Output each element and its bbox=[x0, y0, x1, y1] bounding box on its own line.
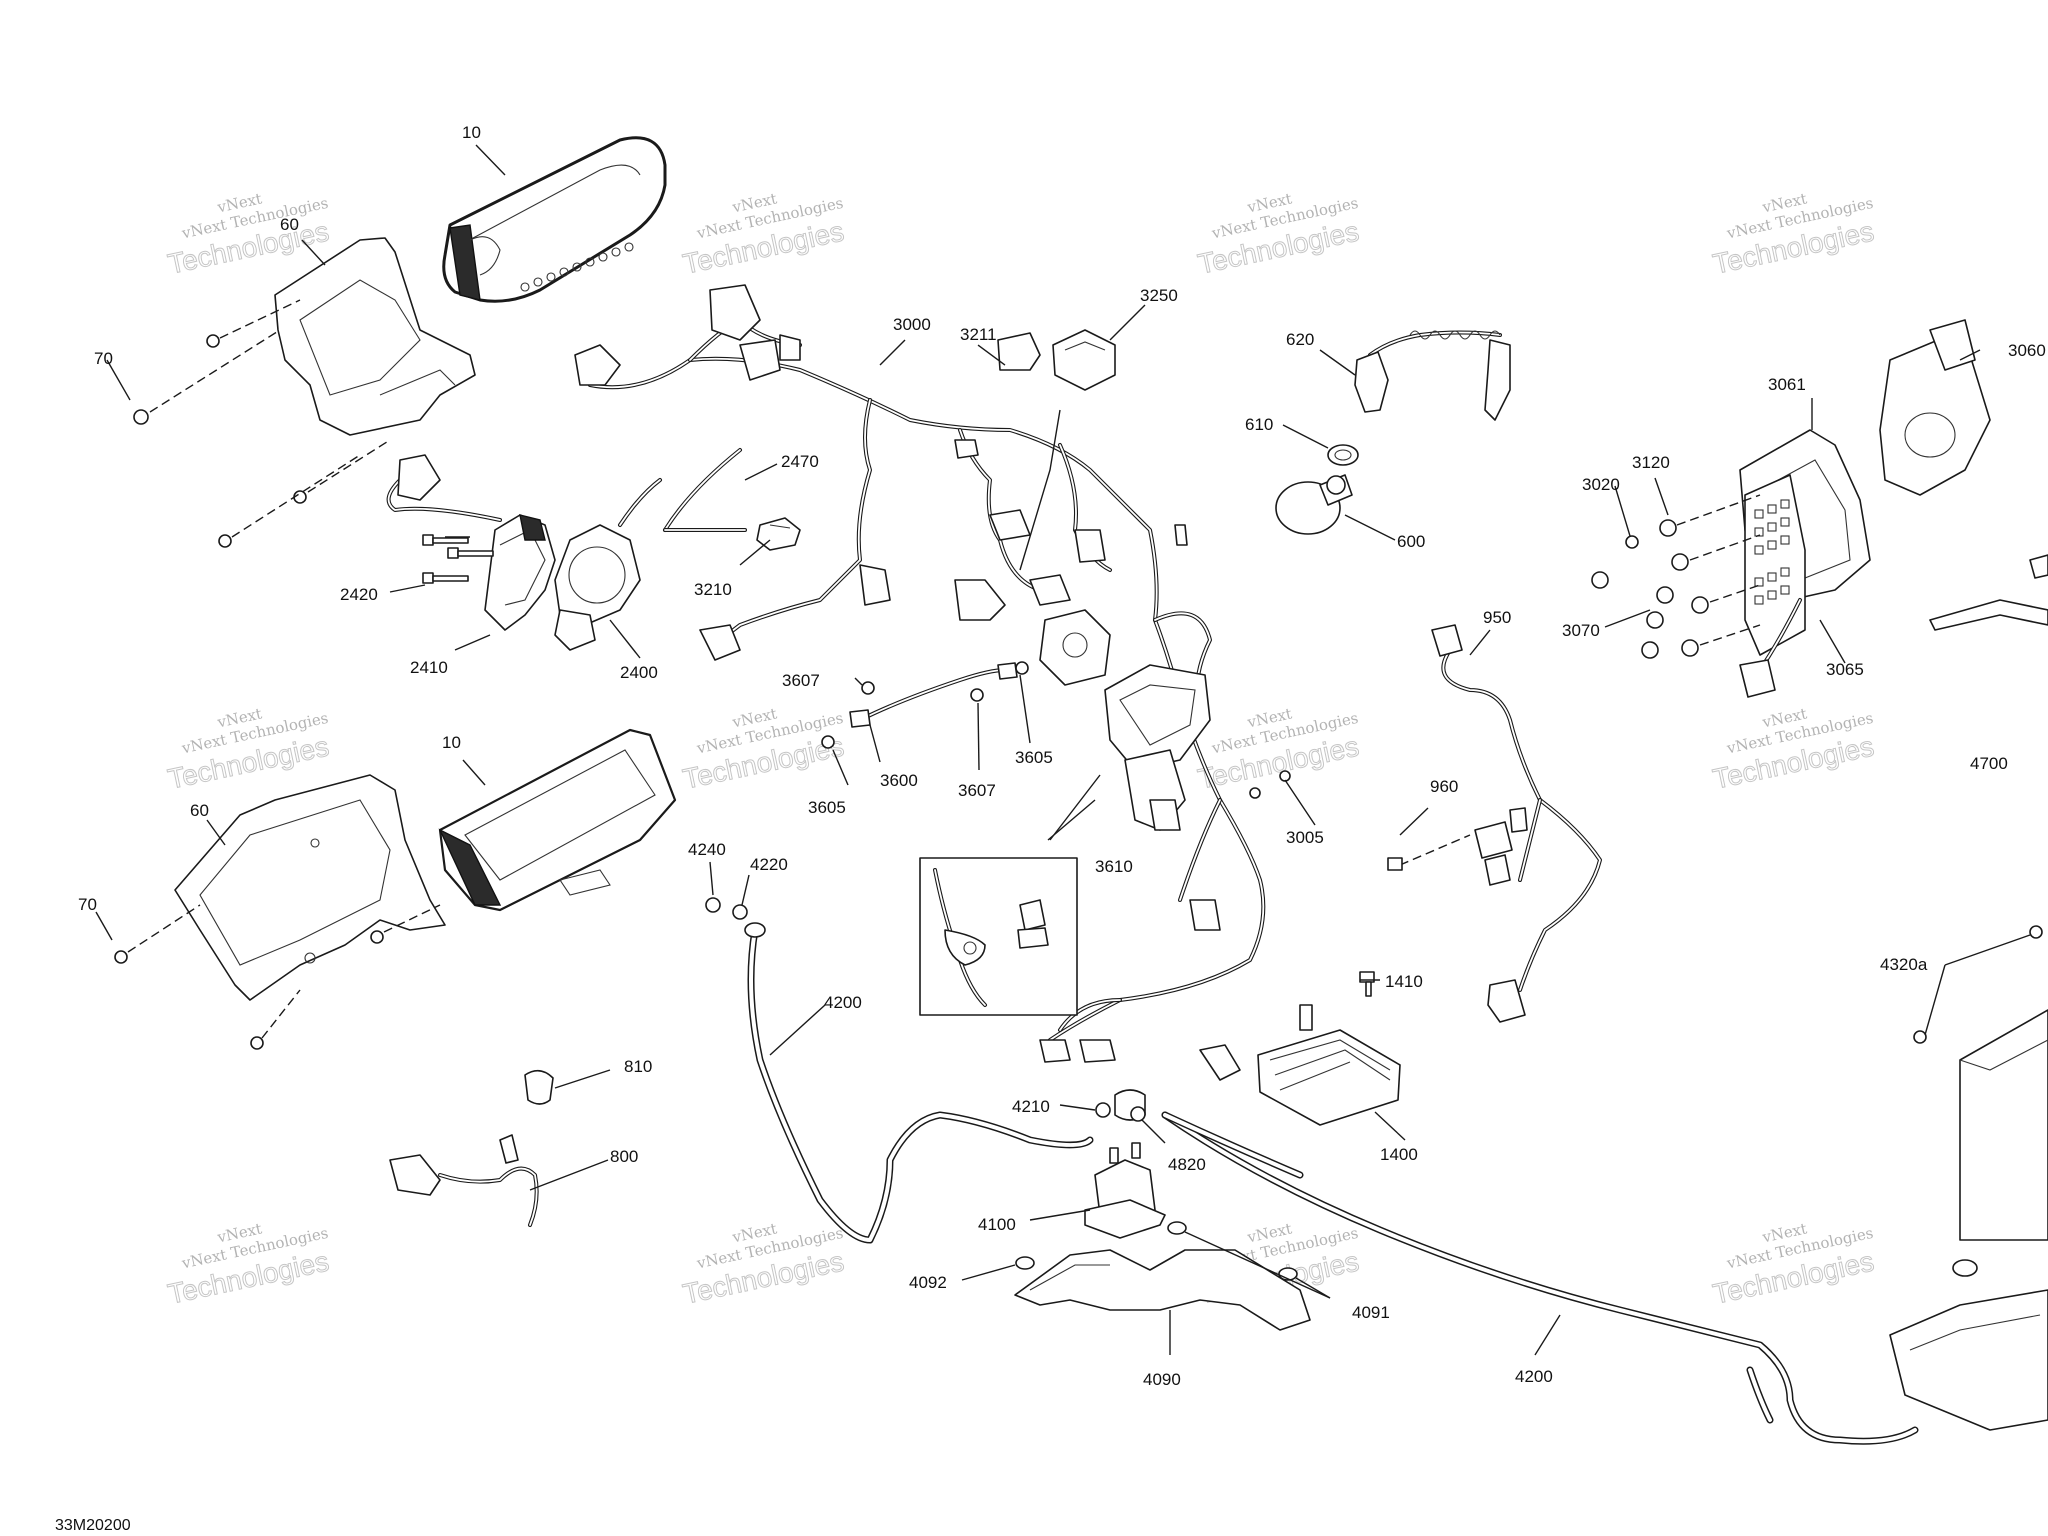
gauge-bracket-top bbox=[274, 237, 476, 436]
callout-4100: 4100 bbox=[978, 1215, 1016, 1234]
callout-1400: 1400 bbox=[1380, 1145, 1418, 1164]
callout-3605-left: 3605 bbox=[808, 798, 846, 817]
callout-600: 600 bbox=[1397, 532, 1425, 551]
fasteners-3605-3607 bbox=[821, 661, 1291, 799]
ignition-switch-600 bbox=[1275, 474, 1353, 535]
callout-3065: 3065 bbox=[1826, 660, 1864, 679]
callout-3211: 3211 bbox=[960, 325, 997, 344]
gauge-cluster-middle bbox=[438, 728, 677, 912]
screws-3020-3070-3120 bbox=[1591, 494, 1761, 659]
strap-4700 bbox=[1929, 554, 2048, 631]
callout-960: 960 bbox=[1430, 777, 1458, 796]
battery bbox=[1959, 1009, 2048, 1241]
callout-4090: 4090 bbox=[1143, 1370, 1181, 1389]
callout-4210: 4210 bbox=[1012, 1097, 1050, 1116]
bolts-4320a bbox=[1913, 925, 2043, 1044]
callout-950: 950 bbox=[1483, 608, 1511, 627]
component-center bbox=[1039, 609, 1111, 686]
callout-4240: 4240 bbox=[688, 840, 726, 859]
callout-3610: 3610 bbox=[1095, 857, 1133, 876]
callout-800: 800 bbox=[610, 1147, 638, 1166]
callout-4700: 4700 bbox=[1970, 754, 2008, 773]
screws-4092-4091 bbox=[1015, 1221, 1298, 1281]
sensor-harness-800 bbox=[389, 1134, 539, 1227]
callout-70-middle: 70 bbox=[78, 895, 97, 914]
callout-4091: 4091 bbox=[1352, 1303, 1390, 1322]
strap-2470 bbox=[663, 448, 747, 533]
callout-3005: 3005 bbox=[1286, 828, 1324, 847]
callout-3120: 3120 bbox=[1632, 453, 1670, 472]
callout-3600: 3600 bbox=[880, 771, 918, 790]
switch-2400 bbox=[554, 524, 641, 651]
figure-reference: 33M20200 bbox=[55, 1517, 131, 1534]
callout-3605-right: 3605 bbox=[1015, 748, 1053, 767]
ring-610 bbox=[1327, 444, 1359, 466]
bracket-4090 bbox=[1014, 1249, 1311, 1331]
callout-3250: 3250 bbox=[1140, 286, 1178, 305]
actuator-3060 bbox=[1879, 319, 1991, 496]
module-3065 bbox=[1739, 474, 1806, 698]
callout-60-middle: 60 bbox=[190, 801, 209, 820]
ground-strap-3600 bbox=[849, 662, 1018, 728]
callout-70-top: 70 bbox=[94, 349, 113, 368]
battery-cable-4200 bbox=[744, 922, 1919, 1445]
solenoid-4100 bbox=[1084, 1142, 1166, 1239]
callout-4200-upper: 4200 bbox=[824, 993, 862, 1012]
callout-2410: 2410 bbox=[410, 658, 448, 677]
detail-inset-3610 bbox=[919, 799, 1096, 1016]
cap-810 bbox=[524, 1069, 554, 1105]
screws-2420 bbox=[422, 534, 494, 584]
callout-4320a: 4320a bbox=[1880, 955, 1928, 974]
main-wire-harness bbox=[574, 284, 1266, 1081]
regulator-1400 bbox=[1257, 1004, 1401, 1126]
callout-2400: 2400 bbox=[620, 663, 658, 682]
junction-box bbox=[1104, 664, 1211, 831]
screws-top-left bbox=[133, 299, 391, 548]
callout-3000: 3000 bbox=[893, 315, 931, 334]
callout-3020: 3020 bbox=[1582, 475, 1620, 494]
relay-960 bbox=[1387, 807, 1528, 886]
leader-lines bbox=[95, 144, 2031, 1356]
nuts-4210-4820 bbox=[1095, 1102, 1146, 1122]
callout-3060: 3060 bbox=[2008, 341, 2046, 360]
callout-3210: 3210 bbox=[694, 580, 732, 599]
switch-3250 bbox=[1052, 329, 1116, 391]
callout-3070: 3070 bbox=[1562, 621, 1600, 640]
callout-2470: 2470 bbox=[781, 452, 819, 471]
screw-1410 bbox=[1359, 971, 1375, 997]
harness-950 bbox=[1431, 624, 1602, 1023]
screws-middle-left bbox=[114, 904, 441, 1050]
callout-610: 610 bbox=[1245, 415, 1273, 434]
callout-1410: 1410 bbox=[1385, 972, 1423, 991]
callout-10-middle: 10 bbox=[442, 733, 461, 752]
callout-4200-lower: 4200 bbox=[1515, 1367, 1553, 1386]
callout-4092: 4092 bbox=[909, 1273, 947, 1292]
callout-620: 620 bbox=[1286, 330, 1314, 349]
tether-cord-620 bbox=[1354, 330, 1511, 421]
callout-labels: 10 60 70 10 60 70 3000 3211 3250 2470 32… bbox=[78, 123, 2046, 1389]
callout-3607-left: 3607 bbox=[782, 671, 820, 690]
callout-810: 810 bbox=[624, 1057, 652, 1076]
nuts-4240-4220 bbox=[705, 897, 748, 920]
gauge-bracket-middle bbox=[174, 774, 446, 1001]
callout-4820: 4820 bbox=[1168, 1155, 1206, 1174]
battery-tray bbox=[1889, 1259, 2048, 1431]
switch-harness-left bbox=[386, 454, 662, 527]
switch-housing-2410 bbox=[484, 514, 556, 631]
callout-4220: 4220 bbox=[750, 855, 788, 874]
callout-10-top: 10 bbox=[462, 123, 481, 142]
gauge-cluster-top bbox=[442, 136, 667, 303]
callout-2420: 2420 bbox=[340, 585, 378, 604]
callout-3061: 3061 bbox=[1768, 375, 1806, 394]
callout-3607-right: 3607 bbox=[958, 781, 996, 800]
relay-3211 bbox=[997, 332, 1041, 371]
callout-60-top: 60 bbox=[280, 215, 299, 234]
